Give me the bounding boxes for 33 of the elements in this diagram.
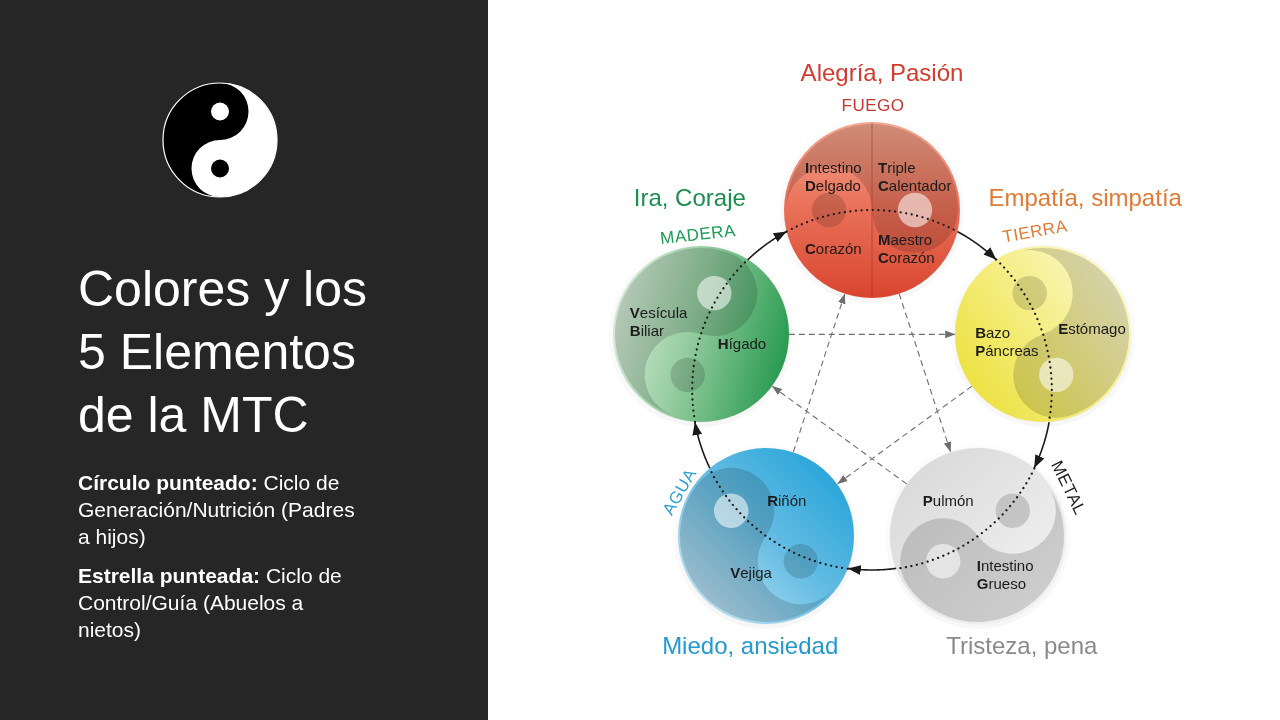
organ-label: Maestro Corazón bbox=[878, 231, 935, 267]
element-name: FUEGO bbox=[841, 96, 905, 116]
organ-label: Estómago bbox=[1058, 320, 1126, 339]
dashed-arrow bbox=[836, 385, 973, 485]
element-name: TIERRA bbox=[1001, 216, 1070, 248]
emotion-label: Ira, Coraje bbox=[633, 184, 746, 213]
arrow bbox=[956, 230, 998, 261]
note-text: Estrella punteada: Ciclo de Control/Guía (Abuelos a nietos) bbox=[78, 563, 343, 643]
organ-label: Corazón bbox=[805, 240, 862, 258]
organ-label: Riñón bbox=[767, 491, 807, 510]
organ-label: Vesícula Biliar bbox=[629, 304, 688, 341]
emotion-label: Alegría, Pasión bbox=[800, 59, 964, 87]
dashed-arrow bbox=[792, 293, 846, 453]
arrow bbox=[847, 565, 897, 575]
organ-label: Intestino Grueso bbox=[976, 556, 1034, 593]
arrow bbox=[1033, 421, 1050, 469]
organ-label: Vejiga bbox=[730, 563, 772, 582]
emotion-label: Miedo, ansiedad bbox=[662, 631, 839, 660]
arrow bbox=[746, 230, 788, 261]
organ-label: Pulmón bbox=[922, 491, 974, 510]
slide-title: Colores y los 5 Elementos de la MTC bbox=[78, 260, 368, 445]
arrow bbox=[692, 421, 711, 469]
dashed-arrow bbox=[898, 293, 952, 453]
emotion-label: Empatía, simpatía bbox=[988, 184, 1182, 213]
dashed-arrow bbox=[771, 385, 908, 485]
element-name: MADERA bbox=[659, 221, 737, 250]
organ-label: Intestino Delgado bbox=[805, 159, 862, 195]
emotion-label: Tristeza, pena bbox=[946, 631, 1098, 660]
dashed-arrow bbox=[788, 330, 956, 339]
organ-label: Hígado bbox=[717, 335, 767, 354]
organ-label: Triple Calentador bbox=[878, 159, 952, 195]
organ-label: Bazo Páncreas bbox=[975, 324, 1039, 361]
note-text: Círculo punteado: Ciclo de Generación/Nutrición (Padres a hijos) bbox=[78, 470, 356, 550]
